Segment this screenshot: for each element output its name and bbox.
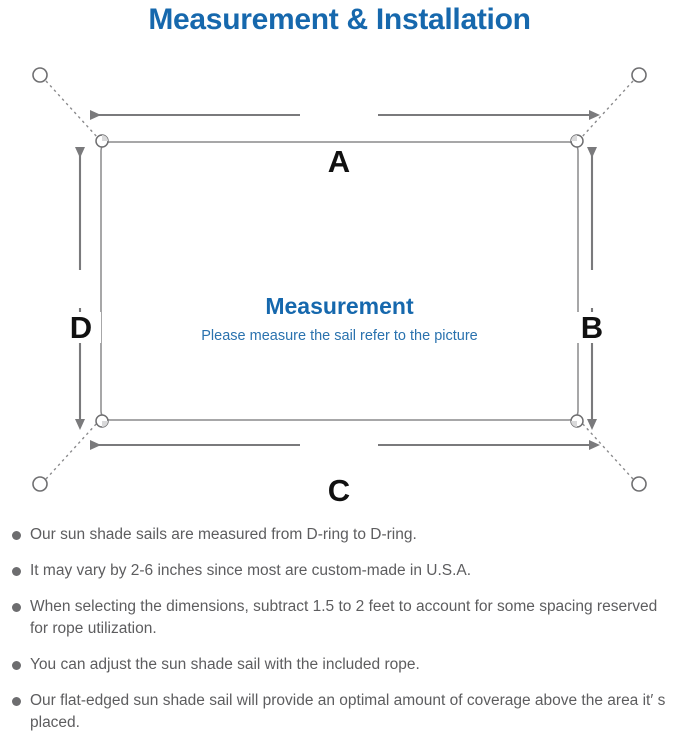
bullet-icon xyxy=(12,661,21,670)
measurement-diagram: Measurement Please measure the sail refe… xyxy=(0,50,679,520)
list-item-text: When selecting the dimensions, subtract … xyxy=(30,598,658,637)
bullet-icon xyxy=(12,603,21,612)
anchor-circle-top-right xyxy=(631,67,647,83)
list-item-text: Our sun shade sails are measured from D-… xyxy=(30,526,417,543)
bullet-icon xyxy=(12,567,21,576)
page-title: Measurement & Installation xyxy=(148,3,531,36)
list-item-text: It may vary by 2-6 inches since most are… xyxy=(30,562,472,579)
bullet-icon xyxy=(12,697,21,706)
dimension-label-b: B xyxy=(572,312,612,343)
d-ring-fill-top-left xyxy=(102,135,108,141)
list-item-text: You can adjust the sun shade sail with t… xyxy=(30,656,420,673)
notes-list: Our sun shade sails are measured from D-… xyxy=(0,524,679,734)
sail-center-label: Measurement xyxy=(265,293,414,319)
d-ring-fill-top-right xyxy=(571,135,577,141)
list-item: Our sun shade sails are measured from D-… xyxy=(0,524,679,546)
sail-center-sublabel: Please measure the sail refer to the pic… xyxy=(201,328,478,344)
rope-bottom-left xyxy=(45,421,99,480)
dimension-label-a: A xyxy=(309,146,369,177)
anchor-points xyxy=(32,67,647,492)
shade-sail-rectangle xyxy=(100,141,579,421)
anchor-circle-bottom-right xyxy=(631,476,647,492)
rope-top-left xyxy=(45,80,99,139)
anchor-circle-top-left xyxy=(32,67,48,83)
d-ring-shading xyxy=(102,135,577,427)
list-item: It may vary by 2-6 inches since most are… xyxy=(0,560,679,582)
d-ring-fill-bottom-right xyxy=(571,421,577,427)
bullet-icon xyxy=(12,531,21,540)
dimension-label-d: D xyxy=(61,312,101,343)
list-item-text: Our flat-edged sun shade sail will provi… xyxy=(30,692,666,731)
list-item: Our flat-edged sun shade sail will provi… xyxy=(0,690,679,734)
list-item: You can adjust the sun shade sail with t… xyxy=(0,654,679,676)
diagram-svg xyxy=(32,67,647,492)
rope-lines xyxy=(45,80,634,480)
rope-top-right xyxy=(580,80,634,139)
list-item: When selecting the dimensions, subtract … xyxy=(0,596,679,640)
d-ring-fill-bottom-left xyxy=(102,421,108,427)
anchor-circle-bottom-left xyxy=(32,476,48,492)
dimension-label-c: C xyxy=(309,475,369,506)
rope-bottom-right xyxy=(580,421,634,480)
